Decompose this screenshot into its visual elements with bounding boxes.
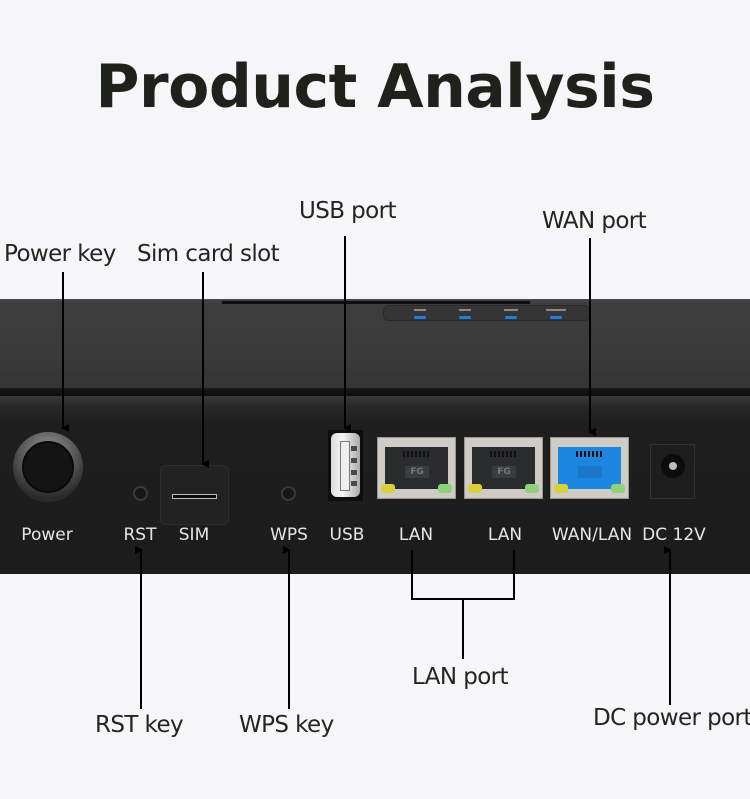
callout-usb-port: USB port bbox=[299, 198, 396, 224]
label-sim: SIM bbox=[178, 525, 210, 545]
callout-wan-port: WAN port bbox=[542, 208, 647, 234]
callout-rst-key: RST key bbox=[95, 712, 184, 738]
usb-contact bbox=[351, 481, 357, 486]
usb-shell bbox=[331, 433, 360, 497]
status-led-icon bbox=[505, 316, 517, 319]
dc-jack-icon bbox=[650, 444, 695, 499]
wps-hole-icon bbox=[281, 486, 296, 501]
lan-port-2-icon: FG bbox=[464, 437, 543, 499]
callout-wps-key: WPS key bbox=[239, 712, 334, 738]
usb-contact bbox=[351, 446, 357, 451]
label-dc: DC 12V bbox=[642, 525, 706, 545]
power-button-face bbox=[22, 441, 74, 493]
sim-opening bbox=[172, 494, 217, 499]
rj45-contacts bbox=[403, 451, 431, 457]
label-usb: USB bbox=[329, 525, 365, 545]
status-led-icon bbox=[459, 316, 471, 319]
rj45-contacts bbox=[490, 451, 518, 457]
link-led-green-icon bbox=[525, 484, 539, 493]
link-led-green-icon bbox=[611, 484, 625, 493]
usb-tongue bbox=[340, 441, 350, 491]
rj45-socket: FG bbox=[472, 447, 535, 489]
led-label bbox=[504, 309, 518, 311]
dc-hole bbox=[661, 454, 685, 478]
router-top-panel bbox=[0, 299, 750, 391]
link-led-yellow-icon bbox=[381, 484, 395, 493]
label-rst: RST bbox=[123, 525, 157, 545]
rj45-socket: FG bbox=[385, 447, 448, 489]
port-tag: FG bbox=[492, 466, 516, 478]
led-label bbox=[459, 309, 471, 311]
label-lan-1: LAN bbox=[398, 525, 434, 545]
leader-lan-bracket bbox=[411, 550, 515, 600]
label-wps: WPS bbox=[270, 525, 308, 545]
link-led-yellow-icon bbox=[554, 484, 568, 493]
status-led-panel bbox=[383, 305, 590, 321]
callout-dc-power-port: DC power port bbox=[593, 705, 750, 731]
label-wan-lan: WAN/LAN bbox=[551, 525, 633, 545]
power-button-icon bbox=[13, 432, 83, 502]
link-led-green-icon bbox=[438, 484, 452, 493]
callout-sim-card-slot: Sim card slot bbox=[137, 241, 280, 267]
rst-hole-icon bbox=[133, 486, 148, 501]
usb-contact bbox=[351, 470, 357, 475]
rj45-socket bbox=[558, 447, 621, 489]
usb-contact bbox=[351, 458, 357, 463]
lan-port-1-icon: FG bbox=[377, 437, 456, 499]
usb-port-icon bbox=[328, 430, 363, 501]
sim-slot-icon bbox=[160, 465, 229, 525]
status-led-icon bbox=[550, 316, 562, 319]
label-power: Power bbox=[21, 525, 73, 545]
wan-latch bbox=[578, 466, 602, 478]
status-led-icon bbox=[414, 316, 426, 319]
dc-pin bbox=[669, 462, 677, 470]
rj45-contacts bbox=[576, 451, 604, 457]
wan-port-icon bbox=[550, 437, 629, 499]
page-title: Product Analysis bbox=[95, 52, 655, 122]
link-led-yellow-icon bbox=[468, 484, 482, 493]
port-tag: FG bbox=[405, 466, 429, 478]
led-label bbox=[414, 309, 426, 311]
led-label bbox=[546, 309, 566, 311]
router-edge bbox=[0, 388, 750, 396]
callout-lan-port: LAN port bbox=[412, 664, 509, 690]
label-lan-2: LAN bbox=[487, 525, 523, 545]
callout-power-key: Power key bbox=[4, 241, 116, 267]
top-vent-slot bbox=[222, 301, 530, 304]
